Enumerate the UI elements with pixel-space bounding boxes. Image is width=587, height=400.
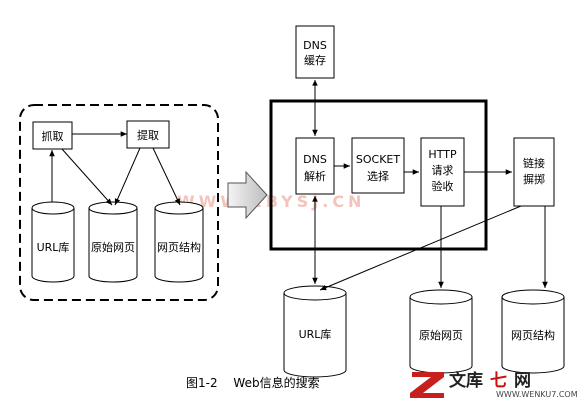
- left-arrows: [49, 131, 181, 206]
- dns-resolve-box: DNS 解析: [295, 137, 335, 195]
- socket-select-line1: SOCKET: [356, 153, 400, 166]
- dns-resolve-line1: DNS: [303, 153, 327, 166]
- socket-select-box: SOCKET 选择: [351, 137, 405, 194]
- right-group-frame: [269, 99, 488, 251]
- figure-caption: 图1-2 Web信息的搜索: [186, 375, 320, 390]
- socket-select-line2: 选择: [367, 169, 389, 183]
- left-url-db-cylinder: URL库: [31, 201, 75, 283]
- right-page-struct-label: 网页结构: [511, 328, 555, 342]
- right-page-struct-cylinder: 网页结构: [501, 289, 565, 374]
- link-parse-box: 链接 摒掷: [513, 137, 555, 207]
- left-group-frame: [19, 104, 219, 301]
- dns-cache-box: DNS 缓存: [295, 25, 335, 79]
- extract-box: 提取: [126, 120, 170, 149]
- left-raw-pages-label: 原始网页: [91, 240, 135, 254]
- right-url-db-cylinder: URL库: [283, 285, 347, 378]
- link-parse-line1: 链接: [523, 156, 545, 170]
- http-verify-line1: HTTP: [428, 148, 457, 161]
- left-page-struct-label: 网页结构: [157, 240, 201, 254]
- right-raw-pages-cylinder: 原始网页: [409, 289, 473, 374]
- logo-text-red: 七: [490, 371, 507, 391]
- logo-z-icon: [410, 372, 444, 398]
- right-arrows: [312, 80, 548, 291]
- big-flow-arrow: [227, 170, 268, 220]
- left-raw-pages-cylinder: 原始网页: [88, 201, 138, 283]
- http-verify-line3: 验收: [432, 179, 454, 193]
- right-raw-pages-label: 原始网页: [419, 328, 463, 342]
- left-url-db-label: URL库: [37, 241, 70, 254]
- dns-cache-line1: DNS: [303, 39, 327, 52]
- logo-url: WWW.WENKU7.COM: [496, 390, 578, 399]
- http-verify-box: HTTP 请求 验收: [420, 137, 465, 207]
- logo-text-net: 网: [514, 371, 531, 391]
- right-url-db-label: URL库: [299, 328, 332, 341]
- logo-text-black: 文库: [449, 370, 483, 391]
- crawl-box: 抓取: [32, 121, 73, 150]
- http-verify-line2: 请求: [432, 164, 454, 177]
- extract-label: 提取: [137, 129, 159, 142]
- site-logo: 文库 七 网 WWW.WENKU7.COM: [410, 370, 578, 399]
- link-parse-line2: 摒掷: [523, 172, 545, 186]
- dns-resolve-line2: 解析: [304, 169, 326, 183]
- left-page-struct-cylinder: 网页结构: [154, 201, 204, 283]
- crawl-label: 抓取: [42, 129, 64, 143]
- dns-cache-line2: 缓存: [304, 53, 326, 67]
